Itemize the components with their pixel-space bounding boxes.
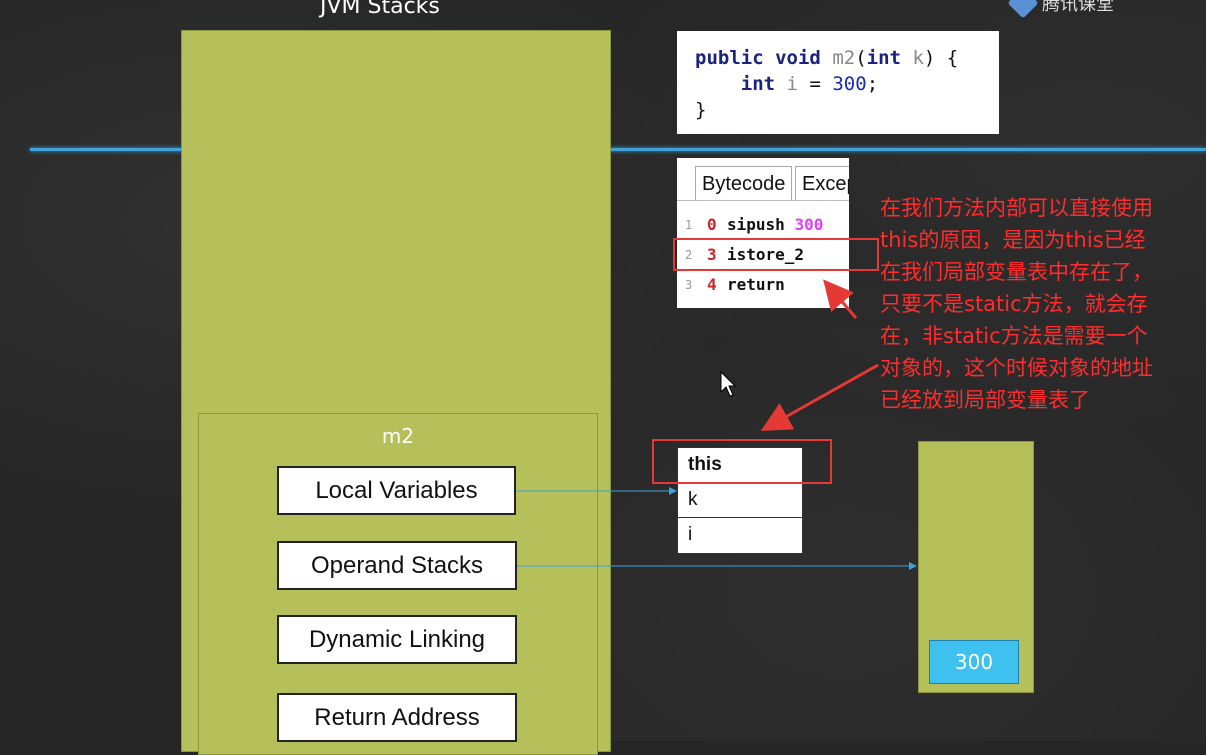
tab-exception[interactable]: Excep (795, 166, 849, 200)
bytecode-offset: 4 (707, 275, 717, 294)
operand-value-300: 300 (929, 640, 1019, 684)
opcode: istore_2 (727, 245, 805, 264)
bytecode-row: 2 3 istore_2 (677, 242, 849, 272)
annotation-arrow-to-istore (823, 279, 858, 319)
bytecode-row: 1 0 sipush 300 (677, 212, 849, 242)
operand-stack-column: 300 (918, 441, 1034, 693)
annotation-text: 在我们方法内部可以直接使用 this的原因，是因为this已经 在我们局部变量表… (880, 192, 1200, 416)
mouse-cursor-icon (720, 370, 737, 397)
local-name: i (786, 73, 798, 95)
line1-tail: ) { (923, 47, 959, 69)
opcode: sipush (727, 215, 785, 234)
param-name: k (912, 47, 924, 69)
line-number: 3 (685, 278, 693, 292)
annotation-line: 在我们局部变量表中存在了， (880, 260, 1153, 284)
frame-label: m2 (381, 424, 415, 448)
divider-line (30, 148, 1206, 151)
operand-300: 300 (794, 215, 824, 234)
annotation-line: 已经放到局部变量表了 (880, 388, 1090, 412)
bytecode-offset: 0 (707, 215, 717, 234)
dynamic-linking-box: Dynamic Linking (277, 615, 517, 664)
literal-300: 300 (832, 73, 867, 95)
local-type: int (740, 73, 776, 95)
annotation-line: 在，非static方法是需要一个 (880, 324, 1148, 348)
lv-slot-i: i (688, 524, 693, 545)
source-code-card: public void m2(int k) { int i = 300; } (677, 31, 999, 134)
method-name: m2 (832, 47, 856, 69)
bytecode-row: 3 4 return (677, 272, 849, 302)
open-paren: ( (855, 47, 867, 69)
local-variables-box: Local Variables (277, 466, 516, 515)
semicolon: ; (866, 73, 879, 95)
bytecode-panel: Bytecode Excep 1 0 sipush 300 2 3 istore… (677, 158, 849, 308)
local-variable-table: this k i (677, 447, 803, 554)
param-type: int (866, 47, 901, 69)
opcode: return (727, 275, 785, 294)
this-highlight-box (652, 439, 832, 484)
line-number: 2 (685, 248, 693, 262)
istore-highlight-box (673, 238, 879, 271)
annotation-line: this的原因，是因为this已经 (880, 228, 1146, 252)
logo-text: 腾讯课堂 (1042, 0, 1114, 15)
lv-slot-k: k (678, 483, 802, 518)
annotation-arrow-to-this (760, 363, 879, 431)
jvm-stacks-title: JVM Stacks (320, 0, 440, 19)
bytecode-instruction: sipush 300 (727, 215, 823, 234)
tencent-classroom-logo: 腾讯课堂 (1007, 0, 1114, 19)
annotation-line: 只要不是static方法，就会存 (880, 292, 1148, 316)
keyword-public: public (695, 47, 764, 69)
closing-brace: } (695, 99, 707, 121)
bytecode-offset: 3 (707, 245, 717, 264)
annotation-line: 在我们方法内部可以直接使用 (880, 196, 1153, 220)
tab-bytecode[interactable]: Bytecode (695, 166, 793, 200)
line-number: 1 (685, 218, 693, 232)
keyword-void: void (775, 47, 821, 69)
bytecode-tab-bar: Bytecode Excep (677, 166, 849, 201)
operand-stacks-box: Operand Stacks (277, 541, 517, 590)
assign-op: = (809, 73, 821, 95)
annotation-line: 对象的，这个时候对象的地址 (880, 356, 1153, 380)
return-address-box: Return Address (277, 693, 517, 742)
